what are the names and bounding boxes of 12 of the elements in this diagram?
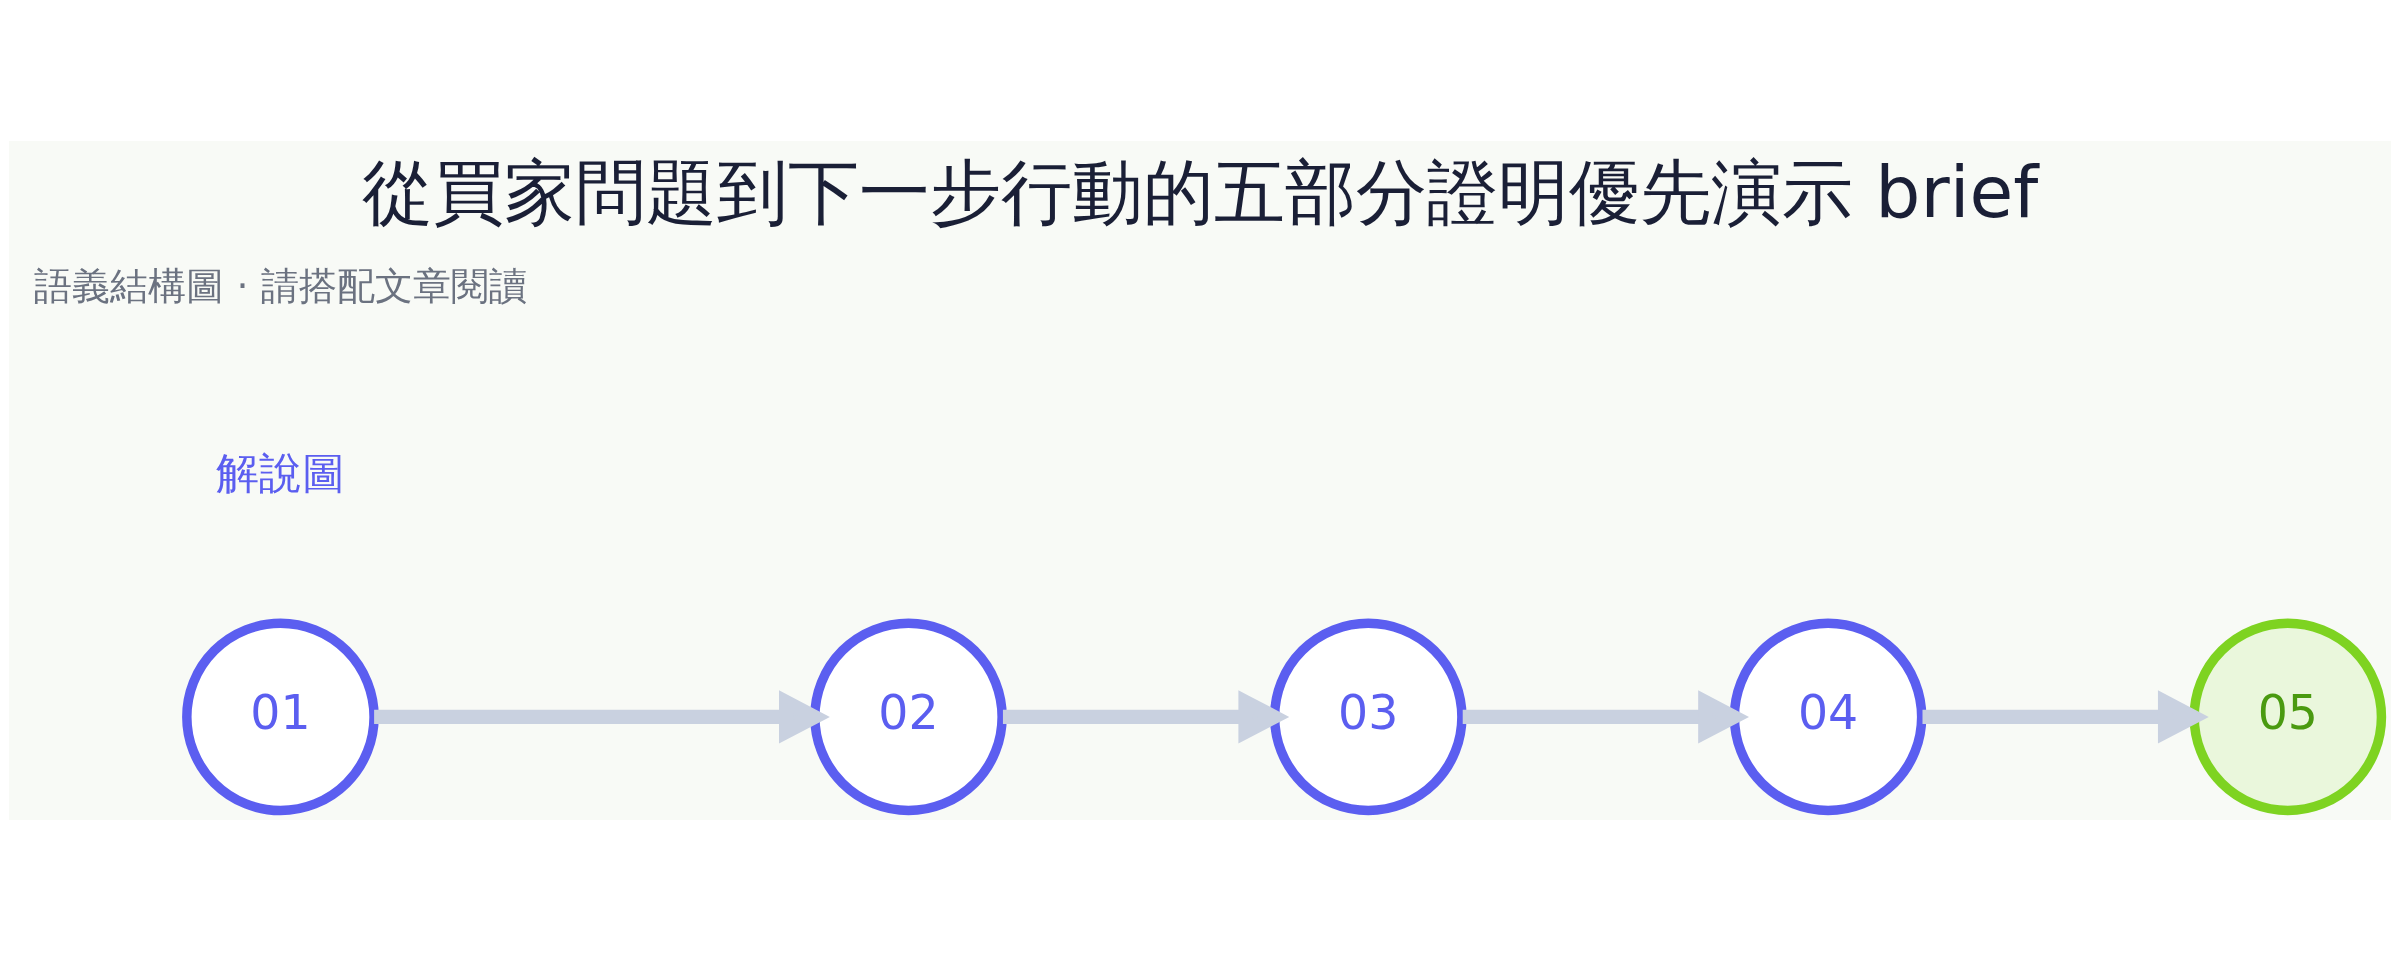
node-circle: 02 [810,618,1007,815]
arrow [1922,689,2209,744]
caption: 語義結構圖 · 請搭配文章閱讀 [34,263,527,308]
node-circle: 04 [1729,618,1927,815]
diagram-title: 從買家問題到下一步行動的五部分證明優先演示 brief [361,150,2039,234]
arrow [1462,689,1749,744]
node-circle: 03 [1269,618,1467,815]
arrow [1002,689,1290,744]
label: 解說圖 [215,447,345,498]
arrow [374,689,830,744]
node-circle: 01 [182,618,379,815]
node-circle: 05 [2189,618,2387,815]
